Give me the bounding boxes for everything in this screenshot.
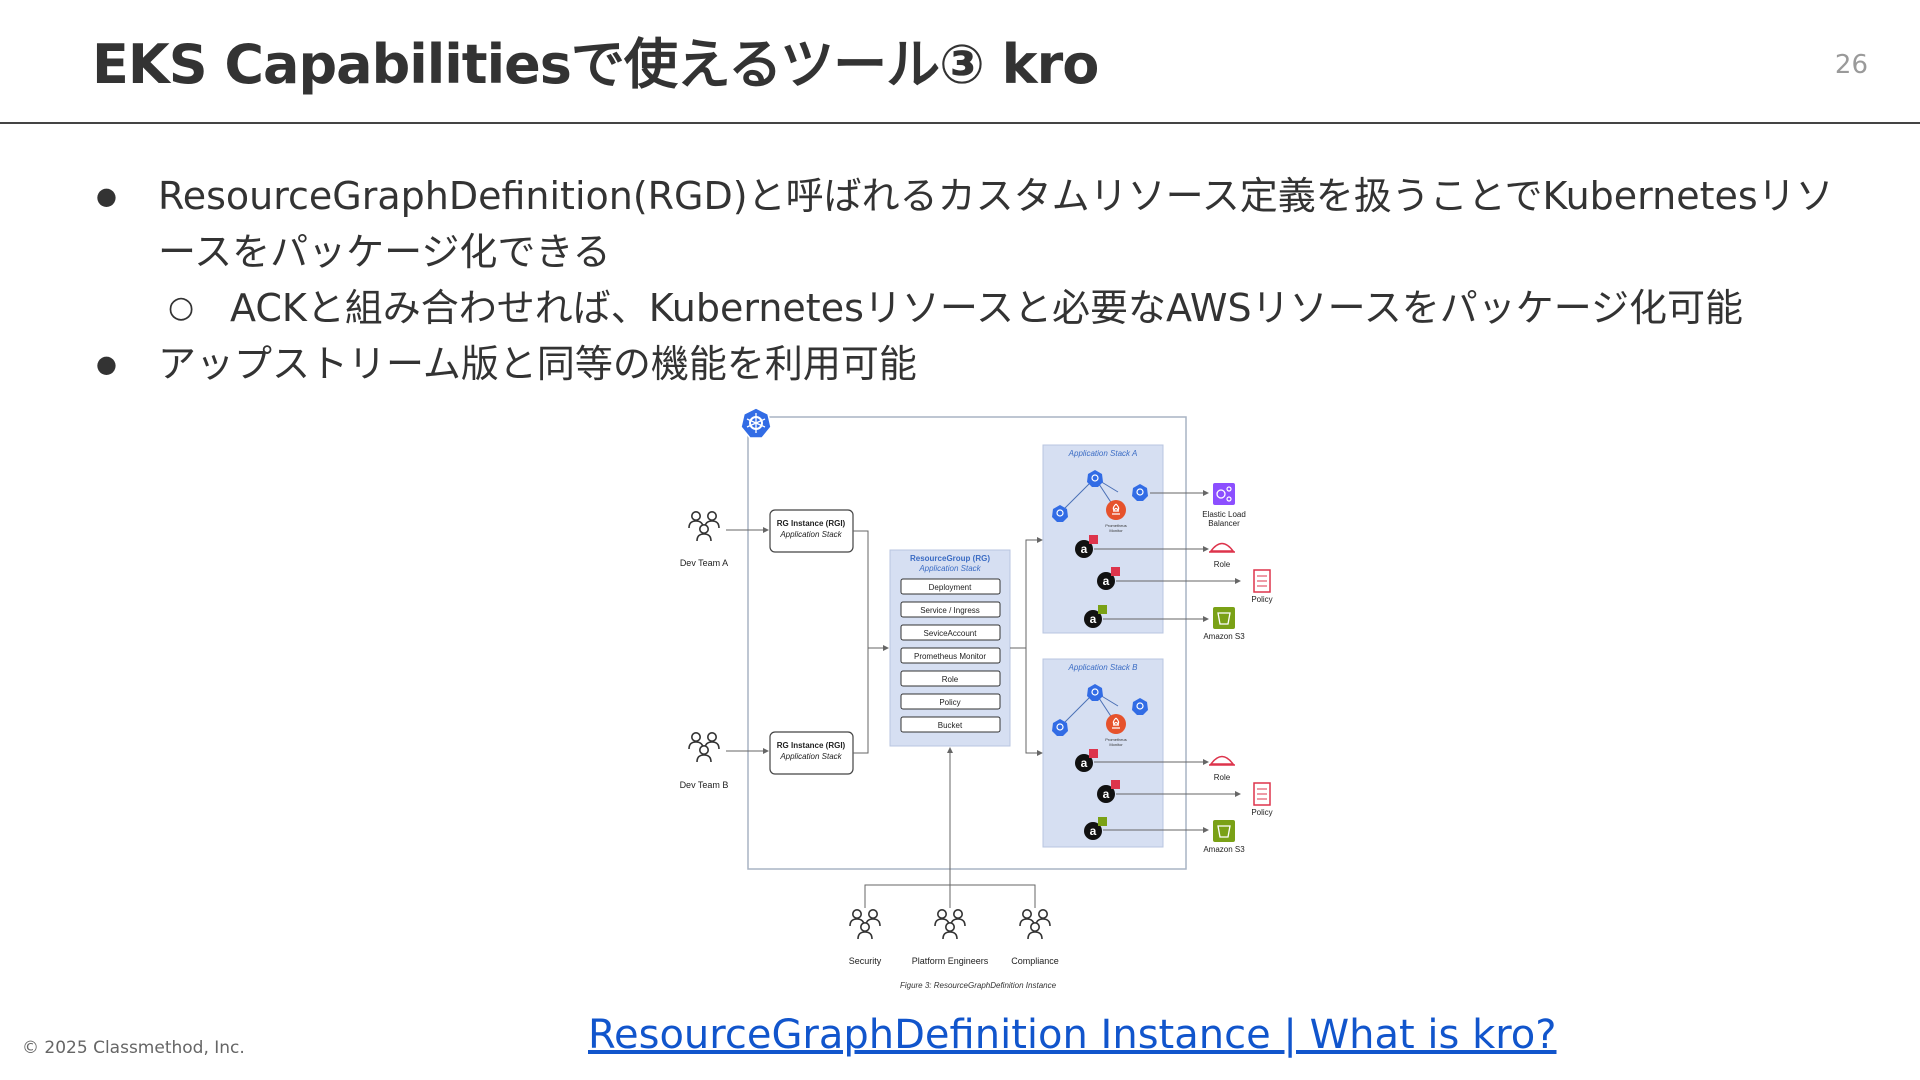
policy-label-b: Policy <box>1251 808 1272 817</box>
iam-badge <box>1089 535 1098 544</box>
stack-b-label: Application Stack B <box>1068 663 1139 672</box>
rgi-b-title: RG Instance (RGI) <box>777 741 846 750</box>
page-number: 26 <box>1834 50 1868 80</box>
s3-label-a: Amazon S3 <box>1203 632 1245 641</box>
s3-label-b: Amazon S3 <box>1203 845 1245 854</box>
iam-badge <box>1111 567 1120 576</box>
rgi-a-subtitle: Application Stack <box>779 530 842 539</box>
elb-label-line1: Elastic Load <box>1202 510 1246 519</box>
monitor-label-b: Monitor <box>1109 742 1123 747</box>
dev-team-b-label: Dev Team B <box>680 780 729 790</box>
s3-icon-a <box>1213 607 1235 629</box>
prometheus-label-a: Prometheus <box>1105 523 1127 528</box>
role-icon-b <box>1209 755 1235 766</box>
policy-icon-b <box>1253 782 1271 806</box>
rg-item-label: Role <box>942 675 959 684</box>
role-icon-a <box>1209 542 1235 553</box>
rg-item-box <box>900 716 1001 733</box>
prometheus-icon <box>1106 500 1126 520</box>
application-stack-b <box>1042 658 1164 848</box>
figure-caption: Figure 3: ResourceGraphDefinition Instan… <box>900 981 1057 990</box>
rg-item-box <box>900 578 1001 595</box>
iam-badge <box>1089 749 1098 758</box>
dev-team-b-icon <box>689 733 719 762</box>
rg-item-label: Deployment <box>929 583 972 592</box>
rg-title: ResourceGroup (RG) <box>910 554 990 563</box>
rg-item-label: Bucket <box>938 721 963 730</box>
s3-badge <box>1098 817 1107 826</box>
dev-team-a-label: Dev Team A <box>680 558 728 568</box>
slide-title: EKS Capabilitiesで使えるツール③ kro <box>92 33 1099 96</box>
rg-item-label: Service / Ingress <box>920 606 980 615</box>
bullet-rgd: ResourceGraphDefinition(RGD)と呼ばれるカスタムリソー… <box>96 168 1856 280</box>
rg-item-list: Deployment Service / Ingress SeviceAccou… <box>900 578 1001 733</box>
policy-icon-a <box>1253 569 1271 593</box>
dev-team-a-icon <box>689 512 719 541</box>
role-label-a: Role <box>1214 560 1231 569</box>
elb-label-line2: Balancer <box>1208 519 1240 528</box>
rgi-a-title: RG Instance (RGI) <box>777 519 846 528</box>
compliance-label: Compliance <box>1011 956 1059 966</box>
rg-item-box <box>900 670 1001 687</box>
prometheus-icon <box>1106 714 1126 734</box>
title-divider <box>0 122 1920 124</box>
bullet-upstream: アップストリーム版と同等の機能を利用可能 <box>96 336 1856 392</box>
monitor-label-a: Monitor <box>1109 528 1123 533</box>
policy-label-a: Policy <box>1251 595 1272 604</box>
s3-badge <box>1098 605 1107 614</box>
bullet-list: ResourceGraphDefinition(RGD)と呼ばれるカスタムリソー… <box>96 168 1856 392</box>
prometheus-label-b: Prometheus <box>1105 737 1127 742</box>
rgi-b-subtitle: Application Stack <box>779 752 842 761</box>
application-stack-a <box>1042 444 1164 634</box>
rg-item-label: Prometheus Monitor <box>914 652 986 661</box>
sub-bullet-ack: ACKと組み合わせれば、Kubernetesリソースと必要なAWSリソースをパッ… <box>96 280 1856 336</box>
security-team-icon <box>850 910 880 939</box>
copyright: © 2025 Classmethod, Inc. <box>22 1038 245 1058</box>
stack-a-label: Application Stack A <box>1068 449 1138 458</box>
rg-item-box <box>900 693 1001 710</box>
platform-engineers-icon <box>935 910 965 939</box>
kubernetes-icon <box>740 407 772 439</box>
platform-engineers-label: Platform Engineers <box>912 956 989 966</box>
source-link[interactable]: ResourceGraphDefinition Instance | What … <box>588 1012 1557 1058</box>
compliance-team-icon <box>1020 910 1050 939</box>
rg-item-box <box>900 601 1001 618</box>
elb-icon <box>1213 483 1235 505</box>
rg-item-box <box>900 624 1001 641</box>
rg-item-label: Policy <box>939 698 960 707</box>
rg-item-label: SeviceAccount <box>924 629 978 638</box>
role-label-b: Role <box>1214 773 1231 782</box>
rg-subtitle: Application Stack <box>918 564 981 573</box>
s3-icon-b <box>1213 820 1235 842</box>
kro-architecture-diagram: a Dev Team A Dev Team B RG Instance (RGI… <box>680 407 1273 990</box>
rg-item-box <box>900 647 1001 664</box>
security-label: Security <box>849 956 882 966</box>
iam-badge <box>1111 780 1120 789</box>
